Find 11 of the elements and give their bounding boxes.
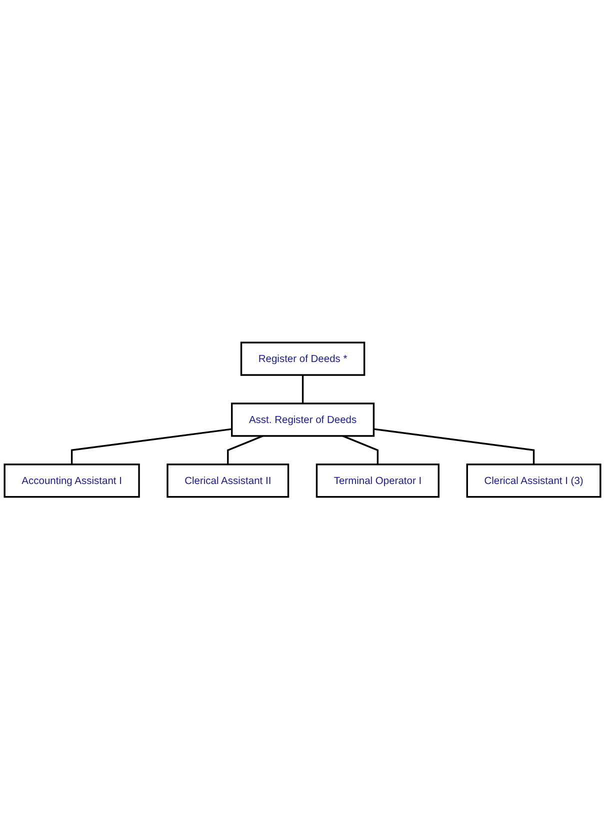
connector (227, 435, 264, 465)
connector (374, 428, 535, 465)
node-box: Clerical Assistant I (3) (466, 464, 602, 498)
node-box: Clerical Assistant II (166, 464, 290, 498)
node-box: Register of Deeds * (240, 342, 366, 376)
node-box: Accounting Assistant I (4, 464, 140, 498)
node-box: Asst. Register of Deeds (231, 402, 375, 438)
connector (302, 375, 304, 404)
connector (70, 428, 232, 465)
node-box: Terminal Operator I (316, 464, 440, 498)
connector (342, 435, 379, 465)
